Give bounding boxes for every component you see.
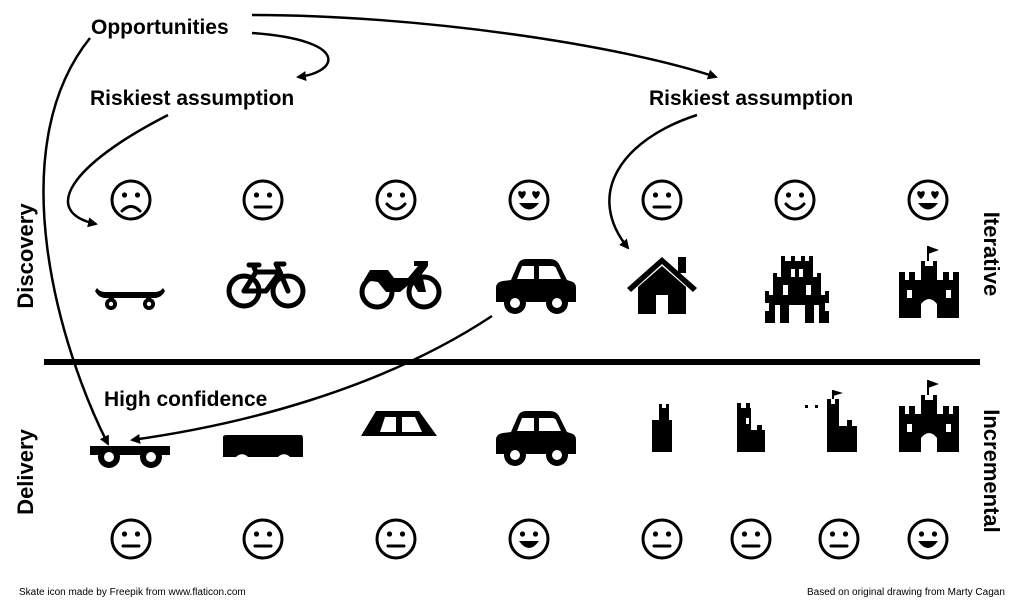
neutral-face-icon [244,181,282,219]
drawing-credit: Based on original drawing from Marty Cag… [807,587,1005,598]
incremental-faces [112,520,947,558]
heart-eyes-face-icon [510,181,548,219]
arrow-opportunities-to-riskiest-right [251,13,718,80]
arrow-riskiest-right-to-house [608,113,698,250]
neutral-face-icon [643,181,681,219]
arrow-opportunities-to-riskiest-left [251,31,330,82]
bicycle-icon [226,261,306,309]
iterative-faces [112,181,947,219]
neutral-face-icon [244,520,282,558]
iterative-products [95,245,960,323]
opportunities-label: Opportunities [91,16,229,39]
heart-eyes-face-icon [909,181,947,219]
neutral-face-icon [377,520,415,558]
high-confidence-label: High confidence [104,388,268,411]
castle-tower-1-icon [652,404,672,452]
arrow-car-to-chassis [130,314,493,444]
neutral-face-icon [112,520,150,558]
arrow-opportunities-to-delivery [42,37,110,446]
riskiest-assumption-left-label: Riskiest assumption [90,87,295,110]
house-icon [627,257,697,314]
discovery-label: Discovery [13,203,38,309]
wheels-chassis-icon [90,446,170,468]
skateboard-icon [95,288,165,310]
castle-icon [898,379,960,453]
iterative-label: Iterative [979,211,1004,297]
castle-icon [898,245,960,319]
neutral-face-icon [643,520,681,558]
castle-tower-2-icon [737,403,765,452]
arrow-riskiest-left-to-skateboard [66,113,169,228]
car-icon [496,259,576,314]
car-body-icon [223,435,303,457]
sad-face-icon [112,181,150,219]
motorcycle-icon [359,261,442,310]
grinning-face-icon [510,520,548,558]
delivery-label: Delivery [13,429,38,515]
building-icon [765,256,829,323]
riskiest-assumption-right-label: Riskiest assumption [649,87,854,110]
castle-tower-3-icon [805,390,857,452]
grinning-face-icon [909,520,947,558]
incremental-products [90,379,960,468]
smiling-face-icon [776,181,814,219]
smiling-face-icon [377,181,415,219]
car-icon [496,411,576,466]
incremental-label: Incremental [979,409,1004,533]
car-roof-icon [361,411,437,436]
icon-credit: Skate icon made by Freepik from www.flat… [19,587,246,598]
arrows [42,13,718,446]
neutral-face-icon [820,520,858,558]
neutral-face-icon [732,520,770,558]
